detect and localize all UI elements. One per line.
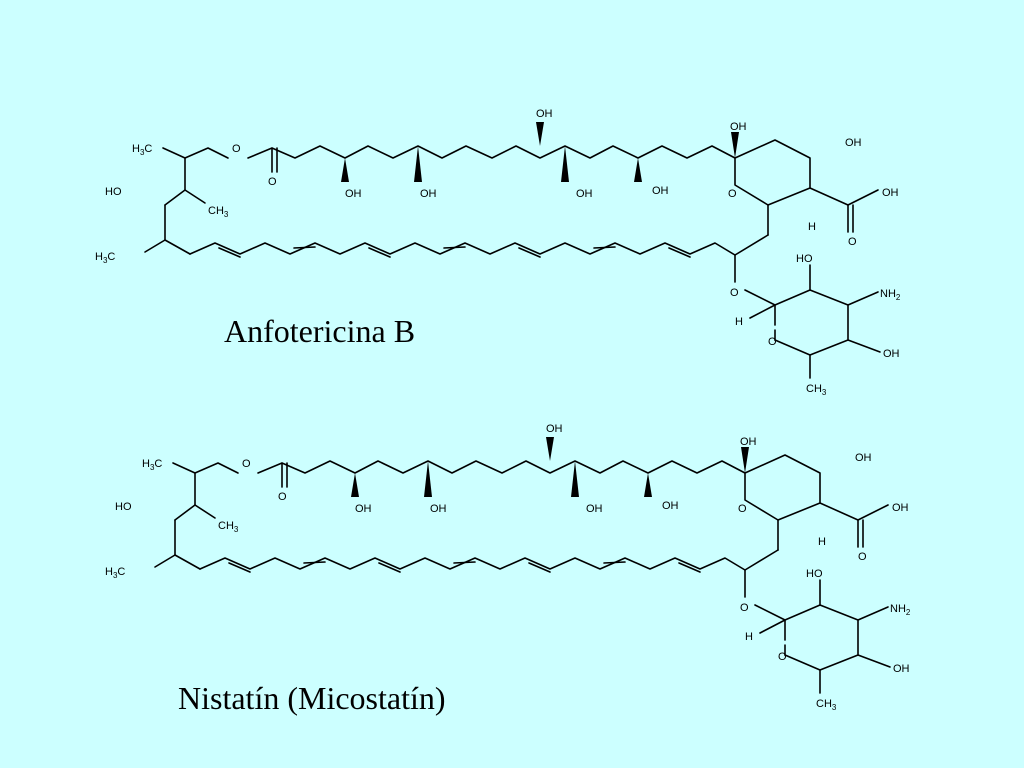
- ring-o-label: O: [768, 336, 777, 348]
- ester-o-label: O: [232, 143, 241, 155]
- molecule-1-name: Anfotericina B: [224, 313, 416, 349]
- oh-label: OH: [730, 121, 747, 133]
- ho-label: HO: [806, 568, 823, 580]
- h-label: H: [735, 316, 743, 328]
- ring-o-label: O: [738, 503, 747, 515]
- oh-label: OH: [652, 185, 669, 197]
- oh-label: OH: [662, 500, 679, 512]
- h-label: H: [745, 631, 753, 643]
- ring-o-label: O: [778, 651, 787, 663]
- molecule-2-name: Nistatín (Micostatín): [178, 680, 446, 716]
- ester-o-label: O: [242, 458, 251, 470]
- ch3-label: CH3: [806, 383, 827, 397]
- glycosidic-o-label: O: [730, 287, 739, 299]
- oh-label: OH: [576, 188, 593, 200]
- oh-label: OH: [430, 503, 447, 515]
- carbonyl-o-label: O: [278, 491, 287, 503]
- amphotericin-b-structure: H3C O O HO CH3 H3C OH OH OH OH OH OH OH …: [95, 108, 901, 397]
- ho-label: HO: [796, 253, 813, 265]
- h3c-label: H3C: [132, 143, 152, 157]
- h3c-label-2: H3C: [105, 566, 125, 580]
- oh-label: OH: [883, 348, 900, 360]
- oh-label: OH: [882, 187, 899, 199]
- acid-o-label: O: [848, 236, 857, 248]
- h-label: H: [818, 536, 826, 548]
- oh-label: OH: [546, 423, 563, 435]
- oh-label: OH: [845, 137, 862, 149]
- glycosidic-o-label: O: [740, 602, 749, 614]
- oh-label: OH: [855, 452, 872, 464]
- h3c-label: H3C: [142, 458, 162, 472]
- ring-o-label: O: [728, 188, 737, 200]
- ho-label: HO: [105, 186, 122, 198]
- nh2-label: NH2: [890, 603, 911, 617]
- oh-label: OH: [536, 108, 553, 120]
- carbonyl-o-label: O: [268, 176, 277, 188]
- oh-label: OH: [355, 503, 372, 515]
- ch3-label: CH3: [816, 698, 837, 712]
- oh-label: OH: [420, 188, 437, 200]
- nystatin-structure: H3C O O HO CH3 H3C OH OH OH OH OH OH OH …: [105, 423, 911, 712]
- ho-label: HO: [115, 501, 132, 513]
- h-label: H: [808, 221, 816, 233]
- oh-label: OH: [345, 188, 362, 200]
- acid-o-label: O: [858, 551, 867, 563]
- oh-label: OH: [740, 436, 757, 448]
- h3c-label-2: H3C: [95, 251, 115, 265]
- oh-label: OH: [586, 503, 603, 515]
- oh-label: OH: [893, 663, 910, 675]
- ch3-label: CH3: [218, 520, 239, 534]
- ch3-label: CH3: [208, 205, 229, 219]
- nh2-label: NH2: [880, 288, 901, 302]
- oh-label: OH: [892, 502, 909, 514]
